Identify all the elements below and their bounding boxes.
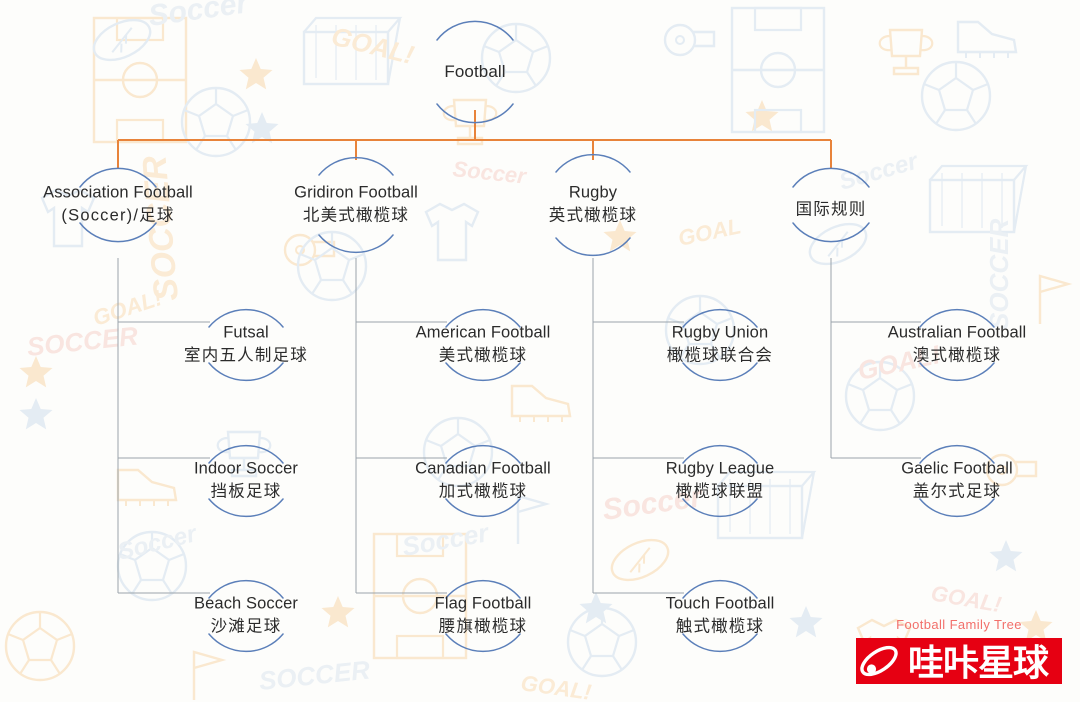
- brand-lockup: Football Family Tree 哇咔星球: [856, 617, 1062, 684]
- node-rugby-label-en: Rugby: [568, 183, 618, 202]
- brand-name: 哇咔星球: [908, 642, 1050, 683]
- node-association-football-label-en: Association Football: [43, 183, 193, 202]
- node-flag-football-label-zh: 腰旗橄榄球: [438, 618, 528, 636]
- node-futsal-label-zh: 室内五人制足球: [184, 347, 308, 365]
- node-flag-football-label-en: Flag Football: [434, 594, 532, 613]
- node-australian-football[interactable]: Australian Football 澳式橄榄球: [888, 322, 1027, 369]
- node-rugby-league[interactable]: Rugby League 橄榄球联盟: [666, 458, 775, 505]
- node-gridiron-football-label-en: Gridiron Football: [294, 183, 418, 202]
- node-canadian-football[interactable]: Canadian Football 加式橄榄球: [415, 458, 551, 505]
- node-futsal[interactable]: Futsal 室内五人制足球: [184, 322, 308, 369]
- node-american-football-label-zh: 美式橄榄球: [438, 347, 528, 365]
- node-beach-soccer-label-en: Beach Soccer: [194, 594, 298, 613]
- svg-text:SOCCER: SOCCER: [984, 219, 1014, 330]
- node-international-rules-label-zh: 国际规则: [795, 200, 867, 219]
- node-gaelic-football-label-en: Gaelic Football: [901, 459, 1013, 478]
- node-rugby-league-label-en: Rugby League: [665, 459, 775, 478]
- node-indoor-soccer-label-zh: 挡板足球: [210, 483, 282, 501]
- node-association-football[interactable]: Association Football (Soccer)/足球: [43, 182, 193, 229]
- svg-text:Soccer: Soccer: [115, 520, 201, 566]
- node-beach-soccer-label-zh: 沙滩足球: [210, 618, 282, 636]
- node-international-rules[interactable]: 国际规则: [796, 198, 867, 221]
- brand-tagline: Football Family Tree: [896, 617, 1022, 632]
- node-australian-football-label-en: Australian Football: [887, 323, 1027, 342]
- svg-text:Soccer: Soccer: [836, 147, 922, 195]
- node-touch-football-label-en: Touch Football: [665, 594, 775, 613]
- node-american-football[interactable]: American Football 美式橄榄球: [416, 322, 551, 369]
- svg-text:Soccer: Soccer: [451, 156, 528, 189]
- node-gaelic-football[interactable]: Gaelic Football 盖尔式足球: [901, 458, 1013, 505]
- svg-text:GOAL!: GOAL!: [329, 21, 418, 70]
- node-gaelic-football-label-zh: 盖尔式足球: [912, 483, 1002, 501]
- node-futsal-label-en: Futsal: [223, 323, 269, 342]
- node-football-label-en: Football: [444, 61, 506, 81]
- node-rugby-league-label-zh: 橄榄球联盟: [675, 483, 765, 501]
- node-american-football-label-en: American Football: [415, 323, 551, 342]
- node-rugby[interactable]: Rugby 英式橄榄球: [549, 182, 638, 229]
- node-beach-soccer[interactable]: Beach Soccer 沙滩足球: [194, 593, 298, 640]
- orange-connector-group: [117, 110, 832, 168]
- node-touch-football[interactable]: Touch Football 触式橄榄球: [666, 593, 775, 640]
- node-canadian-football-label-zh: 加式橄榄球: [438, 483, 528, 501]
- node-association-football-label-zh: (Soccer)/足球: [61, 207, 175, 225]
- node-flag-football[interactable]: Flag Football 腰旗橄榄球: [435, 593, 532, 640]
- node-rugby-label-zh: 英式橄榄球: [548, 207, 638, 225]
- svg-text:GOAL!: GOAL!: [929, 580, 1003, 617]
- node-football[interactable]: Football: [444, 60, 505, 84]
- node-indoor-soccer[interactable]: Indoor Soccer 挡板足球: [194, 458, 298, 505]
- node-canadian-football-label-en: Canadian Football: [415, 459, 551, 478]
- svg-text:GOAL: GOAL: [676, 213, 743, 251]
- svg-text:Soccer: Soccer: [400, 517, 492, 562]
- svg-text:GOAL!: GOAL!: [90, 285, 165, 331]
- svg-text:SOCCER: SOCCER: [257, 654, 371, 695]
- wakaxingqiu-logo: 哇咔星球: [856, 638, 1062, 684]
- svg-text:SOCCER: SOCCER: [25, 320, 139, 361]
- node-gridiron-football-label-zh: 北美式橄榄球: [302, 207, 410, 225]
- svg-text:Soccer: Soccer: [146, 0, 252, 33]
- node-indoor-soccer-label-en: Indoor Soccer: [193, 459, 299, 478]
- node-rugby-union-label-zh: 橄榄球联合会: [666, 347, 774, 365]
- node-rugby-union-label-en: Rugby Union: [671, 323, 769, 342]
- node-australian-football-label-zh: 澳式橄榄球: [912, 347, 1002, 365]
- node-gridiron-football[interactable]: Gridiron Football 北美式橄榄球: [294, 182, 418, 229]
- svg-text:GOAL!: GOAL!: [519, 670, 593, 702]
- gray-connector-group: [117, 258, 921, 594]
- node-touch-football-label-zh: 触式橄榄球: [675, 618, 765, 636]
- node-rugby-union[interactable]: Rugby Union 橄榄球联合会: [667, 322, 773, 369]
